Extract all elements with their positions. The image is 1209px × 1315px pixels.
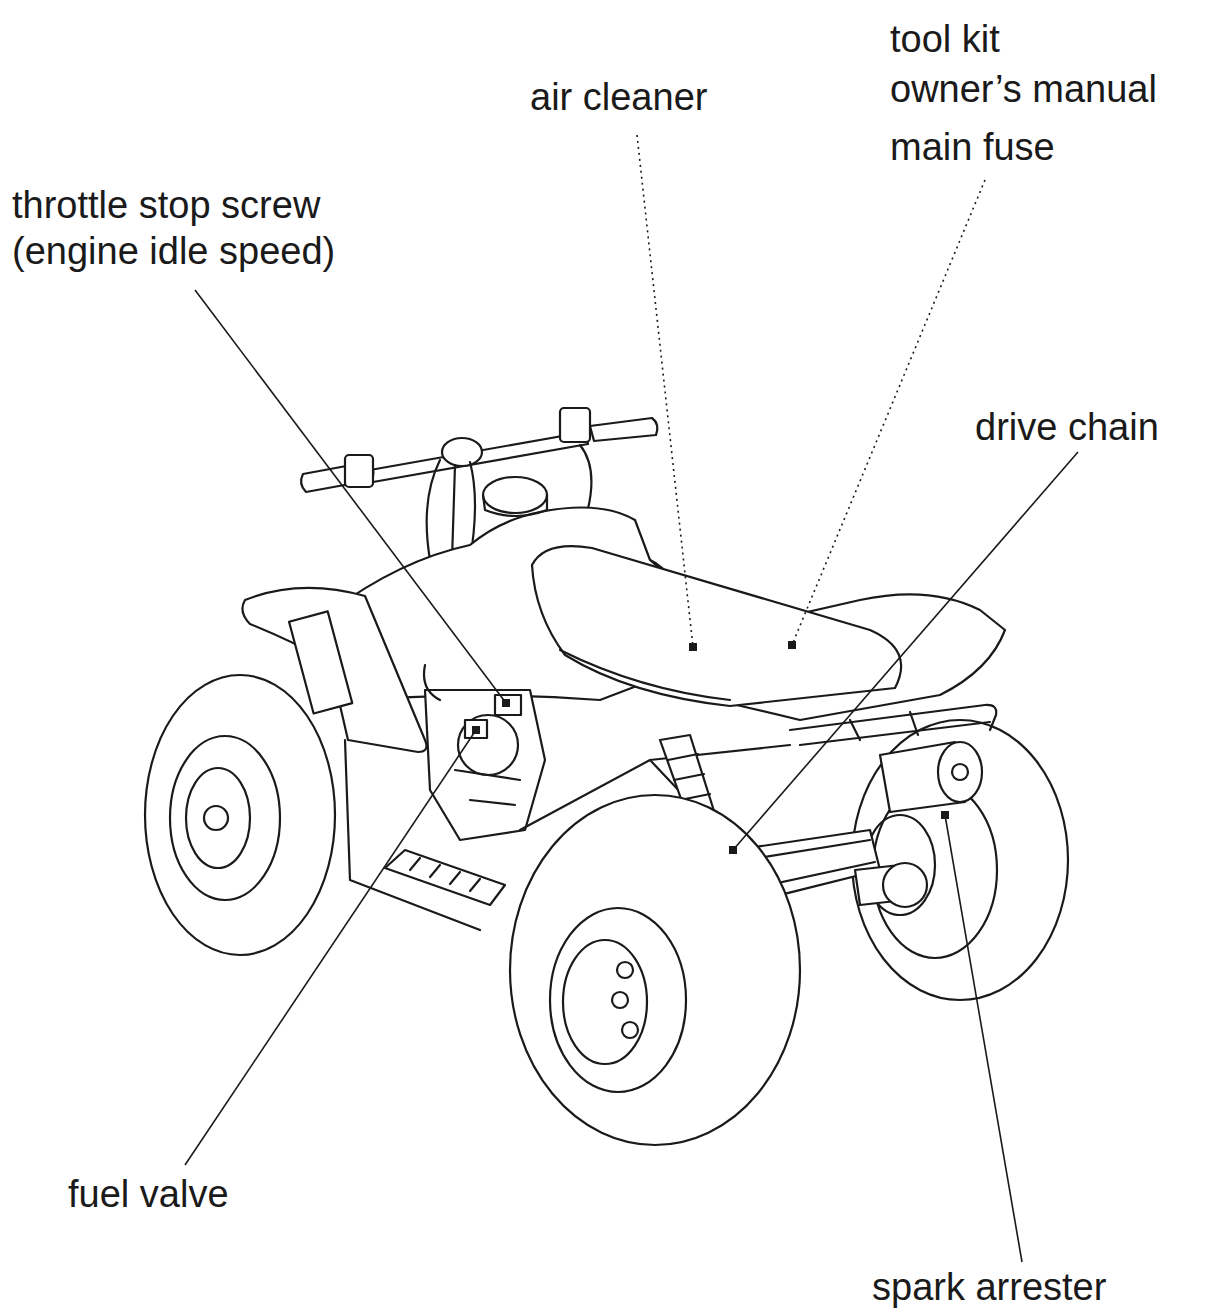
rear-wheel	[510, 795, 800, 1145]
part-label: main fuse	[890, 124, 1209, 170]
leader-dot	[729, 846, 737, 854]
fender-panel	[289, 611, 352, 713]
fuel-cap-side	[483, 495, 547, 516]
lug	[612, 992, 628, 1008]
ignition	[442, 438, 482, 466]
engine	[424, 665, 545, 840]
shock-spring	[668, 754, 710, 800]
part-label: fuel valve	[68, 1171, 368, 1217]
left-switch	[345, 455, 373, 487]
leader-lines	[185, 135, 1078, 1262]
lug	[617, 962, 633, 978]
leader-line	[185, 730, 476, 1165]
leader-dot	[472, 726, 480, 734]
right-grip	[590, 418, 657, 441]
part-label: tool kit	[890, 16, 1209, 62]
fuel-cap	[483, 477, 547, 513]
tire	[852, 720, 1068, 1000]
tire	[510, 795, 800, 1145]
front-wheel	[145, 675, 335, 955]
leader-line	[792, 180, 985, 645]
part-label: spark arrester	[872, 1264, 1209, 1310]
part-label: throttle stop screw (engine idle speed)	[12, 182, 412, 274]
rear-rack	[790, 705, 996, 745]
leader-line	[195, 290, 506, 703]
rim	[550, 908, 686, 1092]
leader-dot	[941, 811, 949, 819]
leader-line	[733, 452, 1078, 850]
carburetor	[458, 715, 518, 775]
footrest-grip	[410, 858, 480, 891]
muffler-end	[938, 742, 982, 802]
seat	[532, 546, 901, 706]
axle-hub	[883, 863, 927, 907]
footrest	[385, 850, 505, 905]
engine-block	[425, 690, 545, 840]
spark-arrester	[952, 764, 968, 780]
part-label: air cleaner	[530, 74, 830, 120]
fuel-valve-body	[465, 720, 487, 738]
tire	[145, 675, 335, 955]
throttle-housing	[560, 408, 590, 442]
hub	[186, 768, 250, 868]
bar	[370, 432, 588, 482]
leader-dot	[502, 699, 510, 707]
rim	[170, 736, 280, 900]
hub	[563, 940, 647, 1064]
lug	[622, 1022, 638, 1038]
leader-dot	[689, 643, 697, 651]
leader-line	[637, 135, 693, 647]
seat-edge	[560, 650, 730, 700]
leader-dot	[788, 641, 796, 649]
leader-line	[945, 815, 1022, 1262]
part-label: drive chain	[975, 404, 1209, 450]
part-label: owner’s manual	[890, 66, 1209, 112]
far-rear-wheel	[852, 720, 1068, 1000]
axle	[204, 806, 228, 830]
throttle-stop	[495, 695, 521, 715]
